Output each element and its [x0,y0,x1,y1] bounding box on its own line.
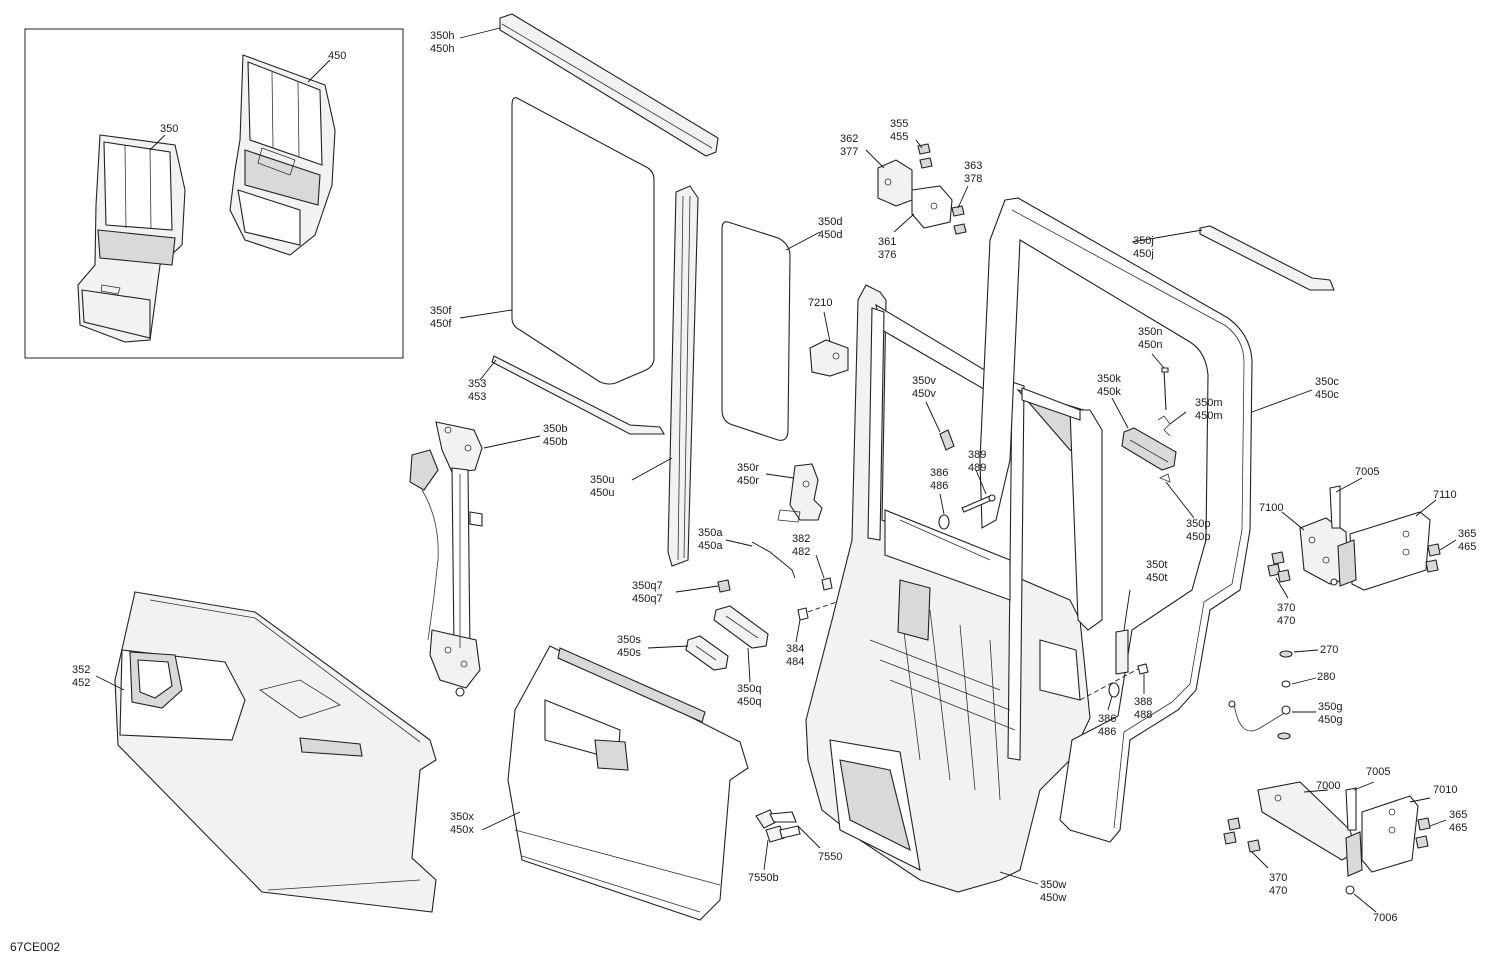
door-frame-350w [805,284,1103,893]
inset-label-450: 450 [328,50,347,62]
callout-280: 280 [1317,671,1336,683]
clip-350v [939,429,955,451]
screw-388 [1137,663,1149,675]
handle-350k [1121,427,1177,471]
top-seal-350h [499,13,719,157]
clip-350q7 [717,579,731,593]
door-seal-350c [979,197,1253,843]
clip-384 [797,607,809,621]
vertical-channel-350u [667,185,699,567]
inset-label-350: 350 [160,123,179,135]
ground-strap-350g [1228,650,1293,740]
latch-350r [777,463,823,523]
spring-350m [1157,415,1171,437]
handle-350q [713,605,769,649]
callout-7005b: 7005 [1366,766,1391,778]
callout-7000: 7000 [1316,780,1341,792]
washer-386a [938,514,950,530]
figure-code: 67CE002 [10,940,61,954]
inner-trim-panel-352 [114,591,437,913]
striker-assembly-362 [877,143,967,235]
top-trim-350j [1199,225,1335,291]
clip-350p [1159,473,1171,483]
callout-7550: 7550 [818,851,843,863]
pin-350n [1161,367,1169,411]
bracket-7210 [809,339,849,377]
quarter-glass-350d [721,221,791,441]
lower-seal-353 [491,355,665,435]
callout-270: 270 [1320,644,1339,656]
bezel-350s [685,635,729,671]
window-regulator-350b [409,421,483,697]
clip-382 [821,577,833,591]
callout-7006: 7006 [1373,912,1398,924]
callout-7110: 7110 [1433,489,1457,501]
callout-7550b: 7550b [748,872,779,884]
callout-7100: 7100 [1259,502,1284,514]
bolt-389 [961,494,996,513]
washer-386b [1108,682,1120,698]
callout-7005a: 7005 [1355,466,1380,478]
outer-door-skin-350x [507,645,749,921]
lower-hinge-7000 [1223,781,1431,895]
rod-350a [751,541,796,579]
callout-7210: 7210 [808,297,833,309]
callout-7010: 7010 [1433,784,1458,796]
window-glass-350f [511,97,655,385]
inset-door-350 [77,134,186,343]
inset-overview [24,28,404,359]
upper-hinge-7100 [1267,485,1441,591]
key-7550 [755,809,801,843]
inset-door-450 [229,54,336,256]
pad-350t [1115,629,1129,675]
